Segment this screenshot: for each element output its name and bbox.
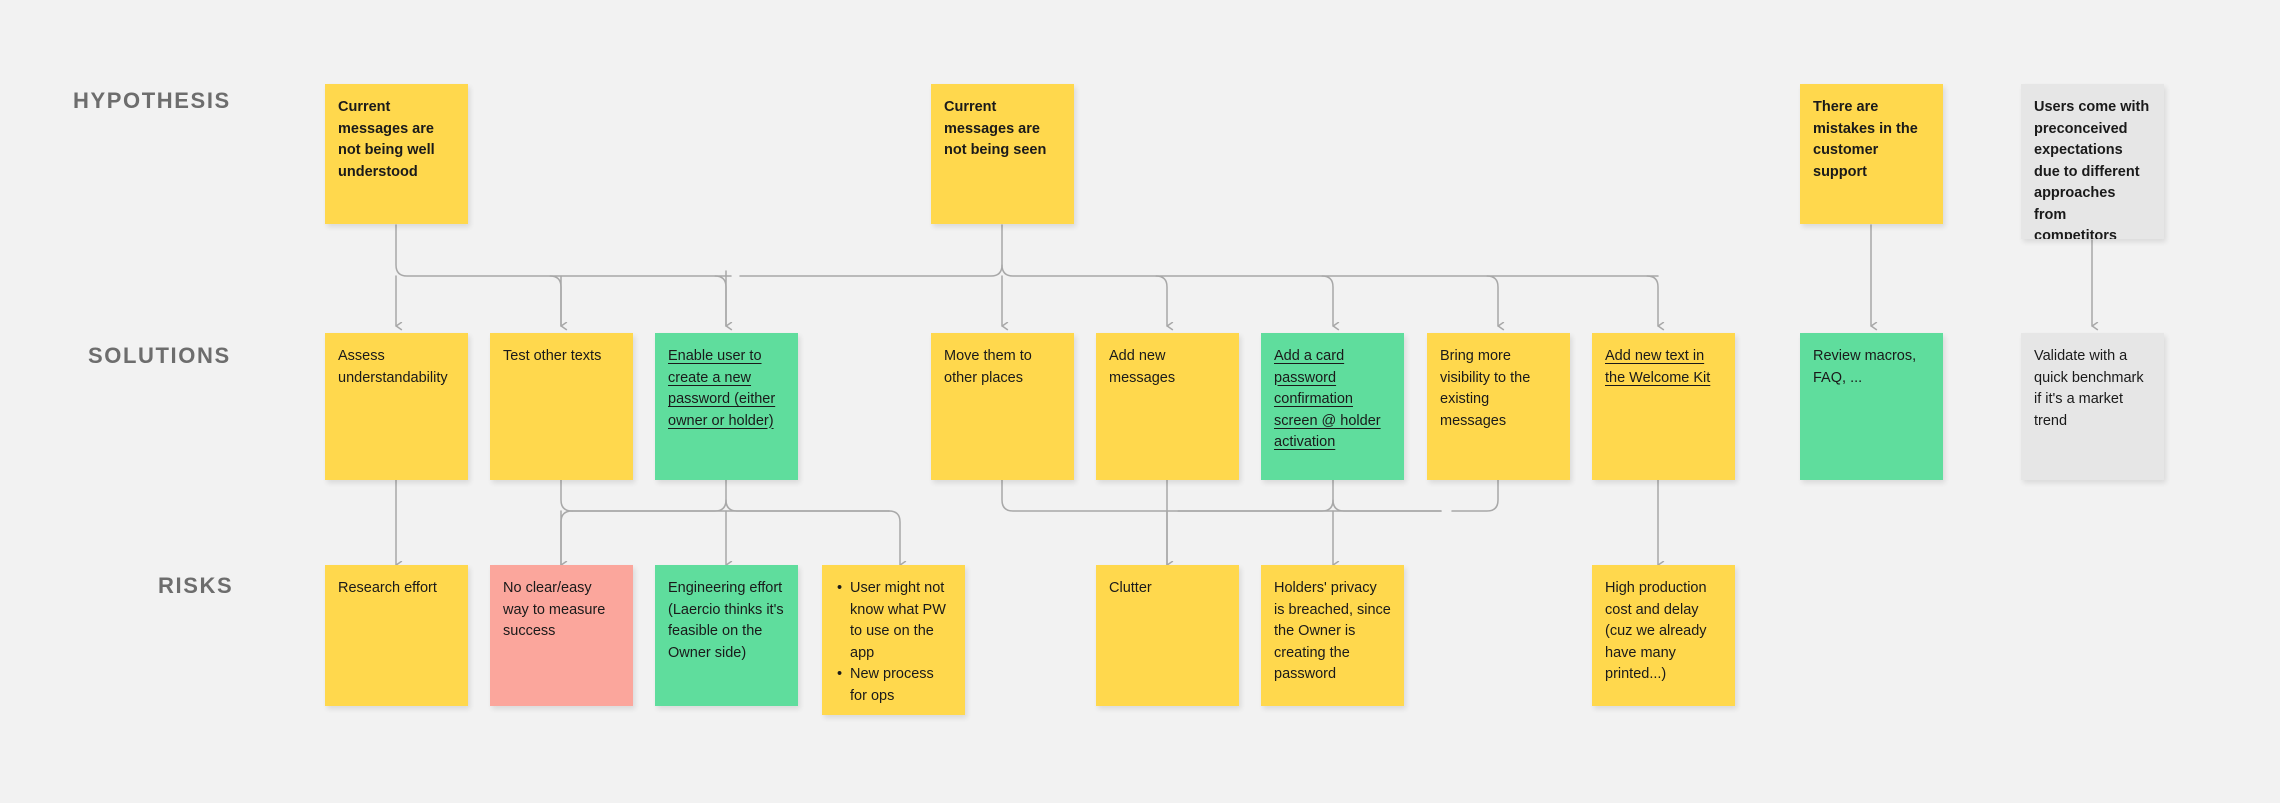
solution-card-s6-text: Add a card password confirmation screen …: [1274, 348, 1381, 450]
solution-card-s9-text: Review macros, FAQ, ...: [1813, 348, 1917, 386]
hypothesis-card-h3[interactable]: There are mistakes in the customer suppo…: [1800, 84, 1943, 224]
solution-card-s8[interactable]: Add new text in the Welcome Kit: [1592, 333, 1735, 480]
risk-card-r5[interactable]: Clutter: [1096, 565, 1239, 706]
list-item: New process for ops: [837, 664, 952, 707]
risk-card-r2-text: No clear/easy way to measure success: [503, 580, 606, 639]
solution-card-s2-text: Test other texts: [503, 348, 602, 364]
solution-card-s1-text: Assess understandability: [338, 348, 448, 386]
risk-card-r3[interactable]: Engineering effort (Laercio thinks it's …: [655, 565, 798, 706]
solution-card-s6[interactable]: Add a card password confirmation screen …: [1261, 333, 1404, 480]
solution-card-s10[interactable]: Validate with a quick benchmark if it's …: [2021, 333, 2164, 480]
hypothesis-card-h2[interactable]: Current messages are not being seen: [931, 84, 1074, 224]
solution-card-s7[interactable]: Bring more visibility to the existing me…: [1427, 333, 1570, 480]
risk-card-r6[interactable]: Holders' privacy is breached, since the …: [1261, 565, 1404, 706]
risk-card-r1-text: Research effort: [338, 580, 437, 596]
risk-card-r7[interactable]: High production cost and delay (cuz we a…: [1592, 565, 1735, 706]
hypothesis-card-h4[interactable]: Users come with preconceived expectation…: [2021, 84, 2164, 239]
solution-card-s4[interactable]: Move them to other places: [931, 333, 1074, 480]
row-label-hypothesis: HYPOTHESIS: [73, 88, 231, 113]
solution-card-s9[interactable]: Review macros, FAQ, ...: [1800, 333, 1943, 480]
list-item: User might not know what PW to use on th…: [837, 578, 952, 664]
solution-card-s8-text: Add new text in the Welcome Kit: [1605, 348, 1711, 386]
risk-card-r4-bullet-list: User might not know what PW to use on th…: [835, 578, 952, 707]
risk-card-r7-text: High production cost and delay (cuz we a…: [1605, 580, 1707, 682]
risk-card-r2[interactable]: No clear/easy way to measure success: [490, 565, 633, 706]
solution-card-s3-text: Enable user to create a new password (ei…: [668, 348, 776, 429]
solution-card-s3[interactable]: Enable user to create a new password (ei…: [655, 333, 798, 480]
row-label-risks: RISKS: [158, 573, 234, 598]
risk-card-r4[interactable]: User might not know what PW to use on th…: [822, 565, 965, 715]
hypothesis-card-h1[interactable]: Current messages are not being well unde…: [325, 84, 468, 224]
risk-card-r6-text: Holders' privacy is breached, since the …: [1274, 580, 1391, 682]
risk-card-r5-text: Clutter: [1109, 580, 1152, 596]
risk-card-r3-text: Engineering effort (Laercio thinks it's …: [668, 580, 784, 661]
solution-card-s2[interactable]: Test other texts: [490, 333, 633, 480]
risk-card-r1[interactable]: Research effort: [325, 565, 468, 706]
solution-card-s5-text: Add new messages: [1109, 348, 1176, 386]
solution-card-s1[interactable]: Assess understandability: [325, 333, 468, 480]
solution-card-s5[interactable]: Add new messages: [1096, 333, 1239, 480]
solution-card-s4-text: Move them to other places: [944, 348, 1032, 386]
solution-card-s7-text: Bring more visibility to the existing me…: [1440, 348, 1531, 429]
row-label-solutions: SOLUTIONS: [88, 343, 231, 368]
solution-card-s10-text: Validate with a quick benchmark if it's …: [2034, 348, 2144, 429]
